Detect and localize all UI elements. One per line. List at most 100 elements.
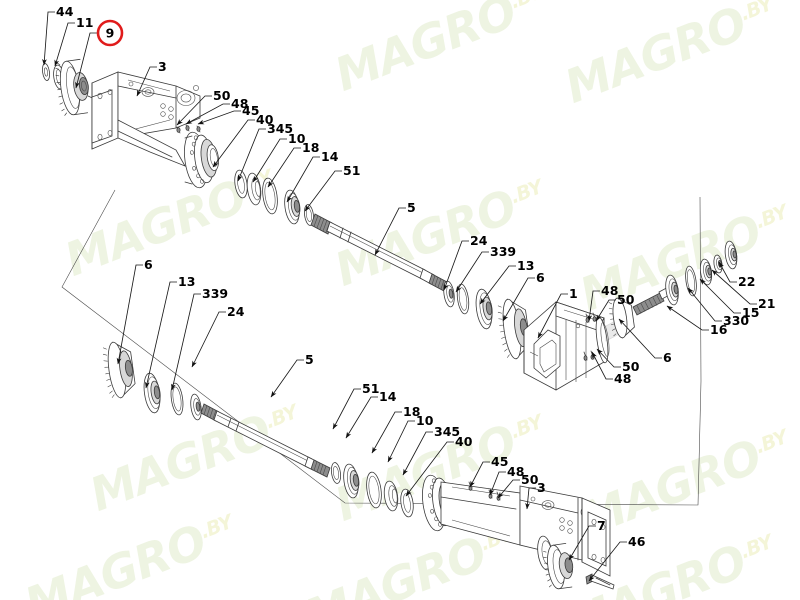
highlight-circle[interactable]: [96, 19, 124, 47]
part-10-oring: [262, 177, 278, 215]
leader-line: [286, 156, 320, 203]
callout-number: 15: [742, 305, 759, 320]
callout-number: 21: [758, 296, 775, 311]
callout-6: 6: [116, 257, 153, 365]
callout-3: 3: [525, 480, 546, 510]
callout-48: 48: [591, 351, 631, 386]
callout-number: 24: [470, 233, 488, 248]
callout-number: 48: [231, 96, 248, 111]
callout-number: 48: [507, 464, 524, 479]
callout-50: 50: [176, 88, 231, 126]
callout-number: 46: [628, 534, 646, 549]
callout-number: 3: [158, 59, 167, 74]
leader-line: [402, 431, 433, 476]
highlight-marker[interactable]: 9: [75, 19, 124, 89]
leader-line: [587, 290, 600, 322]
callout-number: 24: [227, 304, 245, 319]
part-16-bearing: [665, 274, 679, 306]
leader-line: [332, 388, 361, 430]
callout-number: 10: [416, 413, 434, 428]
leader-line: [185, 103, 230, 125]
callout-46: 46: [588, 534, 646, 582]
callout-10: 10: [252, 131, 306, 183]
leader-line: [469, 461, 490, 488]
leader-line: [699, 278, 741, 314]
callout-number: 45: [242, 103, 259, 118]
part-7-output-sprocket: [543, 543, 574, 590]
part-339-oring-upper: [456, 283, 470, 315]
callout-number: 50: [213, 88, 231, 103]
part-44-washer: [42, 63, 50, 81]
leader-line: [171, 293, 201, 391]
callout-5: 5: [374, 200, 416, 256]
part-13-bearing-upper: [475, 288, 493, 330]
leader-line: [54, 22, 75, 67]
part-3-axle-housing-upper: [91, 71, 219, 189]
callout-13: 13: [144, 274, 195, 389]
callout-number: 45: [491, 454, 508, 469]
leader-line: [387, 420, 415, 463]
part-5-axle-shaft-lower: [200, 403, 331, 478]
callout-number: 50: [622, 359, 640, 374]
callout-339: 339: [455, 244, 516, 293]
callout-number: 7: [597, 518, 606, 533]
callout-50: 50: [595, 292, 635, 322]
part-339-oring-lower: [170, 382, 184, 416]
leader-line: [666, 305, 709, 331]
part-24-washer-upper: [443, 280, 455, 308]
leader-line: [42, 11, 55, 66]
leader-line: [212, 119, 255, 168]
callout-18: 18: [371, 404, 420, 454]
callout-44: 44: [42, 4, 74, 66]
leader-line: [405, 441, 454, 497]
callout-number: 339: [202, 286, 228, 301]
callout-45: 45: [469, 454, 508, 488]
callout-1: 1: [537, 286, 578, 339]
leader-line: [588, 541, 627, 582]
part-10-bearing-cup-lower: [383, 480, 399, 512]
callout-51: 51: [304, 163, 360, 212]
leader-line: [595, 299, 616, 322]
callout-number: 40: [256, 112, 274, 127]
callout-45: 45: [197, 103, 259, 125]
callout-13: 13: [479, 258, 534, 305]
callout-number: 345: [267, 121, 293, 136]
leader-line: [374, 207, 406, 256]
callout-330: 330: [687, 287, 749, 328]
leader-line: [479, 265, 516, 305]
leader-line: [304, 170, 342, 212]
callout-6: 6: [502, 270, 545, 322]
leader-line: [687, 287, 722, 322]
callout-22: 22: [718, 261, 755, 289]
callout-345: 345: [402, 424, 460, 476]
callout-14: 14: [286, 149, 339, 203]
part-6-drive-pinion: [608, 283, 678, 339]
leader-line: [144, 281, 177, 389]
callout-number: 10: [288, 131, 306, 146]
part-6-bevel-side-gear-lower: [102, 341, 136, 399]
callout-number: 16: [710, 322, 728, 337]
leader-line-highlight: [75, 32, 98, 89]
leader-line: [371, 411, 402, 454]
part-6-bevel-side-gear-upper: [497, 298, 531, 360]
callout-48: 48: [185, 96, 248, 125]
leader-line: [497, 479, 520, 499]
callout-40: 40: [212, 112, 274, 168]
callout-number: 14: [379, 389, 397, 404]
leader-line: [252, 138, 287, 183]
callout-7: 7: [568, 518, 606, 561]
callout-number: 6: [144, 257, 153, 272]
leader-line: [237, 128, 266, 182]
callout-15: 15: [699, 278, 759, 320]
callout-18: 18: [267, 140, 319, 188]
leader-line: [718, 261, 737, 283]
callout-number: 13: [178, 274, 195, 289]
callout-number: 6: [663, 350, 672, 365]
callout-number: 51: [362, 381, 379, 396]
callout-51: 51: [332, 381, 379, 430]
part-22-flange: [724, 240, 738, 270]
leader-line: [455, 251, 489, 293]
